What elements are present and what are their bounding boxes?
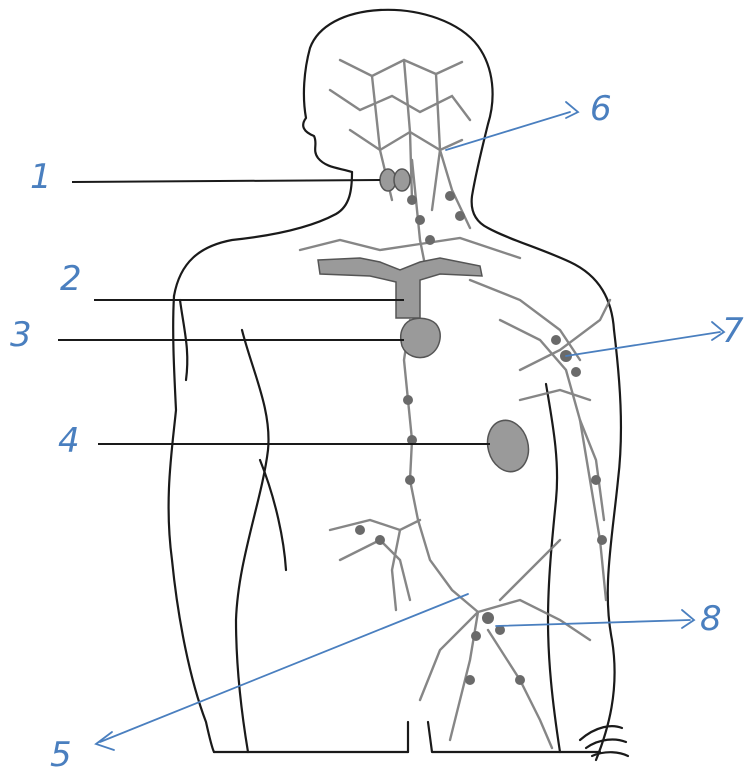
label-8: 8	[700, 602, 722, 636]
label-6: 6	[590, 92, 612, 126]
tonsil-right	[394, 169, 410, 191]
label-2: 2	[60, 262, 82, 296]
label-7: 7	[722, 314, 744, 348]
thymus	[318, 258, 482, 318]
arrow-7	[566, 332, 720, 356]
arrow-8-head-icon	[682, 610, 694, 628]
pointer-lines	[58, 180, 490, 444]
arrow-8	[496, 620, 690, 626]
heart	[401, 318, 440, 357]
arrow-6-head-icon	[566, 102, 578, 118]
pointer-1	[72, 180, 380, 182]
label-1: 1	[30, 160, 52, 194]
lymph-vessels	[300, 60, 610, 748]
spleen	[482, 416, 534, 477]
label-3: 3	[10, 318, 32, 352]
arrow-5	[100, 594, 468, 742]
organs	[318, 169, 534, 476]
label-5: 5	[50, 738, 72, 772]
body-outline	[169, 10, 628, 760]
label-4: 4	[58, 424, 80, 458]
arrow-6	[446, 112, 570, 150]
arrow-5-head-icon	[96, 732, 114, 750]
